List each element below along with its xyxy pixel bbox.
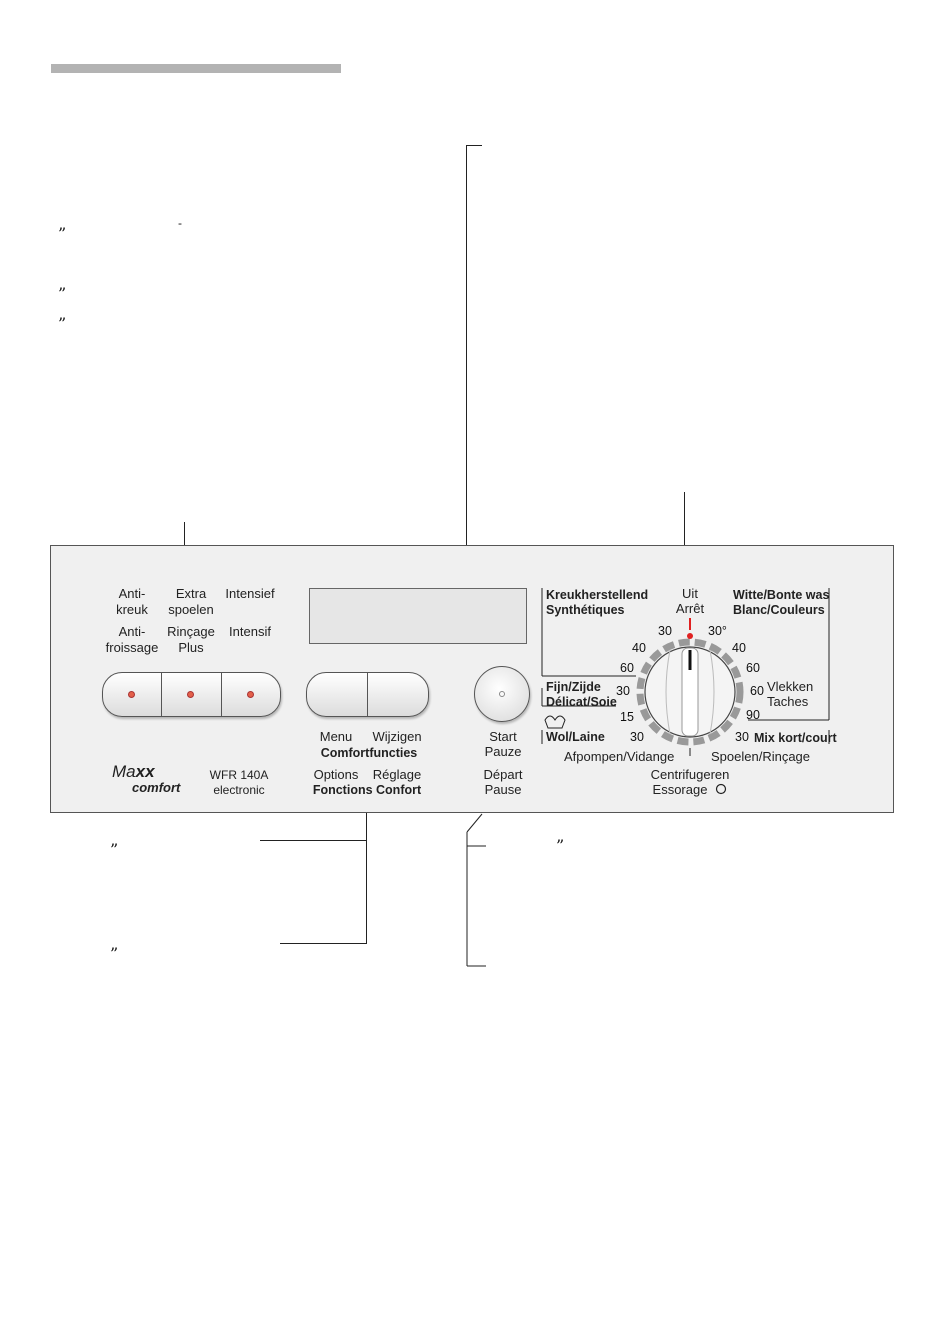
label-comfortfuncties: Comfortfuncties bbox=[320, 746, 418, 760]
program-dial-graphics bbox=[541, 588, 830, 795]
option-button-group bbox=[102, 672, 281, 717]
label-blanc-couleurs: Blanc/Couleurs bbox=[733, 603, 825, 617]
start-pause-button[interactable] bbox=[474, 666, 530, 722]
label-delicat-soie: Délicat/Soie bbox=[546, 695, 617, 709]
label-reglage: Réglage bbox=[372, 767, 422, 782]
dial-ring bbox=[636, 638, 744, 746]
label-wol-laine: Wol/Laine bbox=[546, 730, 605, 744]
extra-rinse-button[interactable] bbox=[162, 673, 222, 716]
label-pause: Pause bbox=[484, 782, 522, 797]
temp-label: 40 bbox=[732, 641, 746, 655]
temp-label: 15 bbox=[620, 710, 634, 724]
anti-crease-button[interactable] bbox=[103, 673, 163, 716]
led-indicator bbox=[246, 690, 254, 698]
label-synthetiques: Synthétiques bbox=[546, 603, 625, 617]
brand-maxx: Maxx bbox=[112, 762, 155, 781]
label-vlekken: Vlekken bbox=[767, 679, 814, 694]
label-wijzigen: Wijzigen bbox=[372, 729, 422, 744]
callout-line-menu-lower bbox=[280, 943, 367, 944]
label-kreukherstellend: Kreukherstellend bbox=[546, 588, 649, 602]
dash-mark: - bbox=[178, 216, 182, 230]
brand-comfort: comfort bbox=[132, 780, 181, 795]
temp-label: 40 bbox=[632, 641, 646, 655]
knob-grip bbox=[681, 647, 699, 737]
temp-label: 30 bbox=[630, 730, 644, 744]
label-uit: Uit bbox=[682, 586, 698, 601]
quote-mark: ” bbox=[110, 944, 119, 963]
callout-line-start bbox=[466, 813, 486, 967]
label-rincage-plus: Rinçage Plus bbox=[167, 624, 215, 655]
temp-label: 30 bbox=[735, 730, 749, 744]
callout-line-menu bbox=[366, 813, 367, 944]
temp-label: 60 bbox=[620, 661, 634, 675]
label-spoelen: Spoelen/Rinçage bbox=[711, 749, 811, 764]
header-rule bbox=[51, 64, 341, 73]
label-extra-spoelen: Extra spoelen bbox=[168, 586, 214, 617]
label-afpompen: Afpompen/Vidange bbox=[564, 749, 675, 764]
temp-label: 60 bbox=[746, 661, 760, 675]
temp-label: 60 bbox=[750, 684, 764, 698]
label-arret: Arrêt bbox=[675, 601, 705, 616]
label-centrifugeren: Centrifugeren bbox=[650, 767, 730, 782]
callout-diagonal bbox=[466, 813, 483, 833]
label-taches: Taches bbox=[767, 694, 809, 709]
quote-mark: ” bbox=[110, 840, 119, 859]
menu-button-group bbox=[306, 672, 429, 717]
temp-label: 30 bbox=[616, 684, 630, 698]
led-indicator bbox=[187, 690, 195, 698]
label-witte-bonte: Witte/Bonte was bbox=[733, 588, 830, 602]
label-depart: Départ bbox=[483, 767, 523, 782]
intensive-button[interactable] bbox=[222, 673, 280, 716]
start-button-center bbox=[499, 691, 505, 697]
led-indicator bbox=[128, 690, 136, 698]
lcd-display bbox=[309, 588, 527, 644]
model-number: WFR 140A bbox=[209, 768, 269, 782]
label-anti-kreuk: Anti- kreuk bbox=[116, 586, 148, 617]
knob-shading bbox=[665, 649, 671, 735]
callout-line-dial bbox=[684, 492, 685, 572]
label-fijn-zijde: Fijn/Zijde bbox=[546, 680, 601, 694]
label-anti-froissage: Anti- froissage bbox=[105, 624, 159, 655]
temp-label: 30° bbox=[708, 624, 727, 638]
temp-label: 90 bbox=[746, 708, 760, 722]
wool-icon bbox=[544, 715, 566, 729]
label-options: Options bbox=[313, 767, 359, 782]
quote-mark: ” bbox=[58, 314, 67, 333]
callout-line-display-tick bbox=[466, 145, 482, 146]
spin-icon bbox=[715, 783, 727, 795]
temp-label: 30 bbox=[658, 624, 672, 638]
quote-mark: ” bbox=[58, 224, 67, 243]
label-intensief: Intensief bbox=[225, 586, 275, 601]
quote-mark: ” bbox=[556, 836, 565, 855]
knob-shading bbox=[709, 649, 715, 735]
quote-mark: ” bbox=[58, 284, 67, 303]
label-mix-kort: Mix kort/court bbox=[754, 731, 837, 745]
modify-button[interactable] bbox=[368, 673, 428, 716]
label-intensif: Intensif bbox=[229, 624, 271, 639]
model-electronic: electronic bbox=[213, 783, 265, 797]
label-start: Start bbox=[489, 729, 517, 744]
label-fonctions-confort: Fonctions Confort bbox=[312, 783, 422, 797]
label-essorage: Essorage bbox=[652, 782, 708, 797]
callout-line-menu-upper bbox=[260, 840, 366, 841]
off-marker-dot bbox=[687, 633, 693, 639]
label-pauze: Pauze bbox=[484, 744, 522, 759]
menu-button[interactable] bbox=[307, 673, 368, 716]
label-menu: Menu bbox=[319, 729, 353, 744]
callout-line-display bbox=[466, 145, 467, 569]
